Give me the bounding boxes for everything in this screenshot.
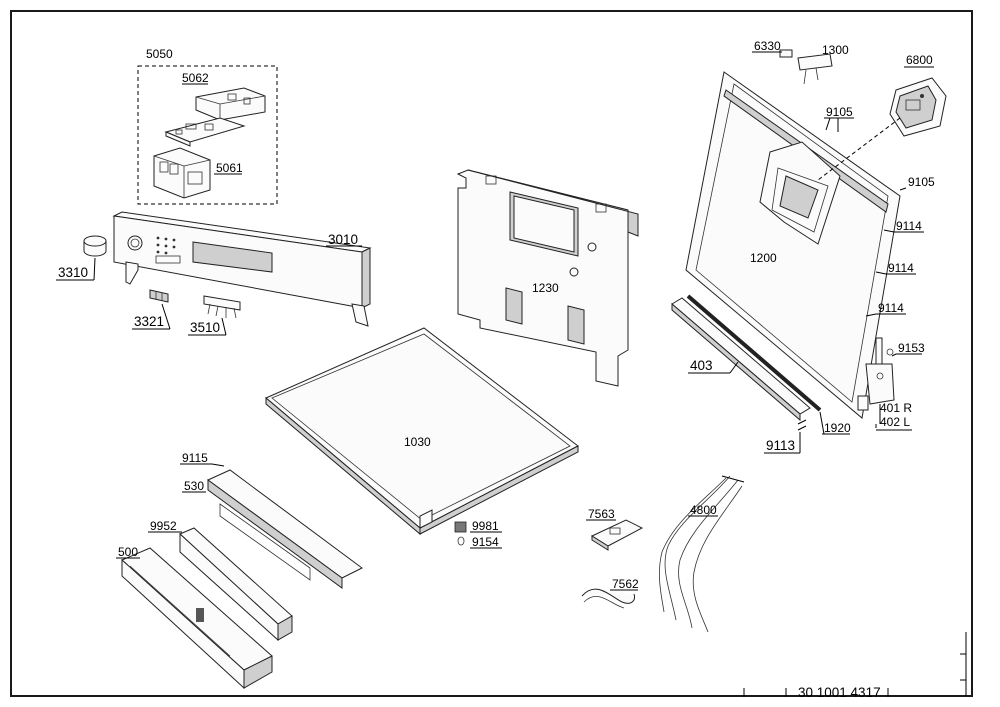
label-1200: 1200 bbox=[750, 251, 777, 265]
part-3510-connectors bbox=[203, 295, 241, 319]
part-1030-frame bbox=[265, 327, 579, 536]
part-3010-control-panel bbox=[112, 211, 372, 327]
label-9153: 9153 bbox=[898, 341, 925, 355]
label-1300: 1300 bbox=[822, 43, 849, 57]
label-9952: 9952 bbox=[150, 519, 177, 533]
label-3510: 3510 bbox=[190, 320, 220, 335]
part-9154-clip bbox=[457, 536, 465, 546]
part-530-bracket bbox=[207, 469, 363, 589]
label-1920: 1920 bbox=[824, 421, 851, 435]
group-5050-box bbox=[137, 65, 278, 205]
label-7563: 7563 bbox=[588, 507, 615, 521]
part-9952-strip bbox=[179, 527, 293, 642]
label-401R: 401 R bbox=[880, 401, 912, 415]
part-403-rail bbox=[671, 297, 811, 422]
part-9113-clip bbox=[797, 419, 807, 431]
part-3321-buttons bbox=[149, 289, 169, 303]
label-1030: 1030 bbox=[404, 435, 431, 449]
document-number: 30 1001 4317 bbox=[798, 685, 881, 700]
drawing-frame bbox=[10, 10, 973, 697]
part-circuit-board bbox=[164, 117, 246, 147]
label-9114-a: 9114 bbox=[896, 219, 922, 233]
part-1300-lock bbox=[797, 53, 833, 85]
label-3010: 3010 bbox=[328, 232, 358, 247]
label-5050: 5050 bbox=[146, 47, 173, 61]
part-4800-harness bbox=[659, 475, 745, 633]
label-3321: 3321 bbox=[134, 314, 164, 329]
label-530: 530 bbox=[184, 479, 204, 493]
label-7562: 7562 bbox=[612, 577, 639, 591]
label-9105-top: 9105 bbox=[826, 105, 853, 119]
part-7563-board bbox=[590, 519, 644, 551]
part-1200-door bbox=[685, 71, 901, 419]
part-5061-housing bbox=[153, 147, 211, 199]
part-hinge-assembly bbox=[857, 337, 895, 411]
label-403: 403 bbox=[690, 358, 713, 373]
part-6800-dispenser bbox=[889, 77, 947, 137]
label-6800: 6800 bbox=[906, 53, 933, 67]
part-500-plinth bbox=[121, 547, 273, 690]
part-5062-cover bbox=[195, 87, 266, 121]
label-402L: 402 L bbox=[880, 415, 910, 429]
part-1230-panel bbox=[456, 169, 639, 387]
part-3310-knob bbox=[83, 235, 107, 257]
label-9105-right: 9105 bbox=[908, 175, 935, 189]
label-1230: 1230 bbox=[532, 281, 559, 295]
label-500: 500 bbox=[118, 545, 138, 559]
part-1920-seal bbox=[686, 294, 822, 412]
label-4800: 4800 bbox=[690, 503, 717, 517]
label-5062: 5062 bbox=[182, 71, 209, 85]
label-9114-b: 9114 bbox=[888, 261, 914, 275]
part-9981-pad bbox=[454, 521, 467, 533]
label-5061: 5061 bbox=[216, 161, 243, 175]
label-9981: 9981 bbox=[472, 519, 499, 533]
label-9114-c: 9114 bbox=[878, 301, 904, 315]
label-9154: 9154 bbox=[472, 535, 499, 549]
label-9113: 9113 bbox=[766, 438, 795, 453]
label-6330: 6330 bbox=[754, 39, 781, 53]
label-3310: 3310 bbox=[58, 265, 88, 280]
part-7562-cable bbox=[581, 588, 635, 609]
part-6330-latch bbox=[779, 49, 793, 58]
label-9115: 9115 bbox=[182, 451, 208, 465]
